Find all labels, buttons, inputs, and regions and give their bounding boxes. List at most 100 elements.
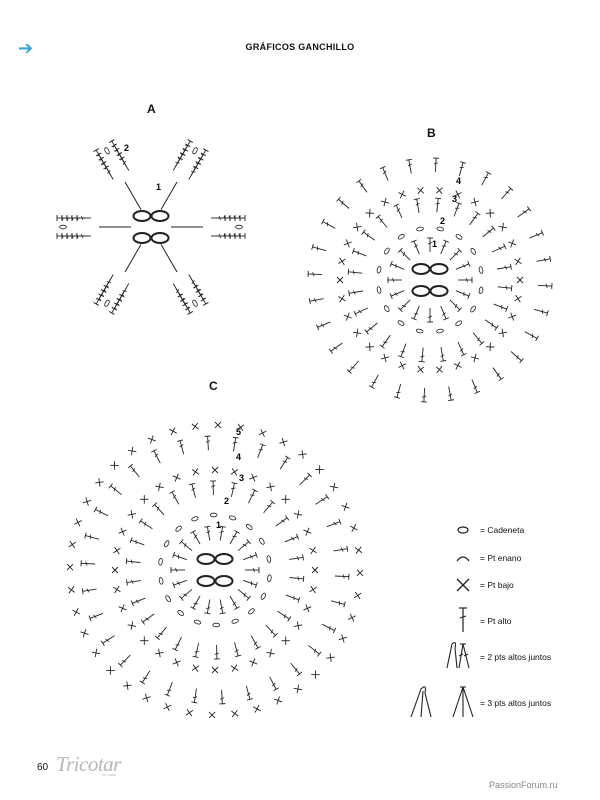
round-2-chain bbox=[454, 233, 464, 241]
center-ring-chain bbox=[214, 553, 234, 565]
round-2-chain bbox=[259, 592, 267, 601]
round-4-stitch bbox=[435, 365, 444, 374]
diagram-a-row-1: 1 bbox=[156, 182, 161, 192]
petal-chain bbox=[191, 298, 199, 308]
watermark: PassionForum.ru bbox=[489, 780, 558, 790]
diagram-b bbox=[307, 157, 553, 403]
center-ring-chain bbox=[429, 285, 449, 297]
round-1-stitch bbox=[437, 239, 450, 256]
round-4-stitch bbox=[111, 566, 119, 574]
round-4-fan bbox=[230, 436, 240, 453]
round-4-fan bbox=[80, 559, 96, 568]
round-4-fan bbox=[242, 684, 254, 701]
round-4-stitch bbox=[211, 666, 219, 674]
round-5-stitch bbox=[356, 569, 364, 577]
round-3-stitch bbox=[466, 211, 481, 228]
round-3-stitch bbox=[351, 247, 368, 260]
diagram-b-row-2: 2 bbox=[440, 216, 445, 226]
round-3-stitch bbox=[129, 536, 146, 549]
round-4-stitch bbox=[293, 509, 303, 520]
round-4-fan bbox=[537, 281, 553, 290]
round-3-stitch bbox=[496, 263, 512, 273]
round-4-stitch bbox=[380, 197, 390, 207]
round-4-stitch bbox=[191, 664, 200, 673]
round-5-stitch bbox=[142, 693, 152, 703]
round-3-stitch bbox=[188, 482, 199, 499]
round-1-stitch bbox=[454, 260, 471, 273]
round-2-chain bbox=[478, 286, 484, 295]
round-4-fan bbox=[164, 680, 176, 697]
diagram-a-row-2: 2 bbox=[124, 143, 129, 153]
round-1-stitch bbox=[226, 594, 241, 611]
round-1-stitch bbox=[189, 529, 204, 546]
round-4-stitch bbox=[485, 208, 495, 218]
round-2-chain bbox=[247, 607, 256, 616]
dc2tog-icon bbox=[446, 642, 470, 669]
petal-chain bbox=[103, 146, 111, 156]
round-4-stitch bbox=[309, 546, 318, 555]
round-3-stitch bbox=[154, 624, 170, 641]
round-5-stitch bbox=[68, 540, 77, 549]
round-2-chain bbox=[230, 617, 240, 625]
round-1-stitch bbox=[426, 307, 434, 323]
round-1-stitch bbox=[170, 566, 186, 574]
round-4-stitch bbox=[380, 353, 390, 363]
petal-stitch bbox=[230, 214, 246, 222]
round-4-fan bbox=[84, 532, 101, 543]
round-4-stitch bbox=[118, 603, 127, 613]
round-3-stitch bbox=[496, 283, 513, 292]
brand-subtitle: en casa bbox=[102, 772, 117, 777]
round-1-stitch bbox=[226, 529, 241, 546]
round-4-stitch bbox=[248, 658, 258, 667]
round-4-stitch bbox=[230, 664, 239, 673]
round-5-stitch bbox=[214, 421, 222, 429]
round-2-chain bbox=[382, 304, 391, 313]
round-2-chain bbox=[415, 328, 424, 334]
round-5-stitch bbox=[122, 680, 133, 691]
legend-text-double-crochet: = Pt alto bbox=[480, 616, 512, 626]
legend-text-slip-stitch: = Pt enano bbox=[480, 553, 522, 563]
round-5-stitch bbox=[325, 652, 336, 663]
petal-stitch bbox=[195, 148, 209, 165]
round-3-stitch bbox=[482, 316, 499, 331]
round-1-stitch bbox=[203, 525, 214, 542]
round-4-stitch bbox=[416, 365, 425, 374]
round-3-stitch bbox=[260, 499, 276, 516]
round-2-chain bbox=[245, 523, 254, 531]
round-4-fan bbox=[393, 382, 405, 399]
round-2-chain bbox=[397, 232, 406, 241]
round-1-stitch bbox=[397, 247, 413, 263]
round-3-stitch bbox=[140, 611, 157, 625]
round-4-stitch bbox=[127, 620, 137, 631]
round-4-stitch bbox=[507, 238, 517, 248]
round-3-stitch bbox=[450, 201, 463, 218]
round-4-fan bbox=[127, 463, 143, 480]
chain-icon bbox=[457, 526, 469, 534]
round-1-stitch bbox=[172, 551, 189, 563]
round-3-stitch bbox=[172, 635, 185, 652]
round-2-chain bbox=[258, 537, 266, 546]
round-3-stitch bbox=[353, 304, 370, 317]
round-1-stitch bbox=[437, 304, 450, 321]
double-crochet-icon bbox=[459, 607, 467, 632]
round-1-stitch bbox=[216, 598, 227, 615]
diagram-c-row-1: 1 bbox=[216, 520, 221, 530]
round-4-stitch bbox=[352, 222, 362, 232]
round-4-stitch bbox=[139, 636, 149, 646]
round-2-chain bbox=[209, 512, 218, 518]
round-5-stitch bbox=[168, 427, 178, 436]
petal-stitch bbox=[108, 298, 122, 315]
round-1-stitch bbox=[241, 551, 258, 563]
round-4-fan bbox=[346, 358, 362, 374]
round-4-fan bbox=[329, 597, 346, 608]
diagram-b-row-4: 4 bbox=[456, 176, 461, 186]
round-4-fan bbox=[117, 652, 133, 668]
round-2-chain bbox=[164, 594, 172, 603]
round-1-stitch bbox=[203, 598, 214, 615]
single-crochet-icon bbox=[456, 578, 470, 592]
round-5-stitch bbox=[109, 460, 120, 471]
round-4-fan bbox=[522, 328, 539, 342]
round-4-stitch bbox=[211, 466, 219, 474]
round-1-stitch bbox=[447, 247, 463, 263]
round-5-stitch bbox=[354, 546, 363, 555]
